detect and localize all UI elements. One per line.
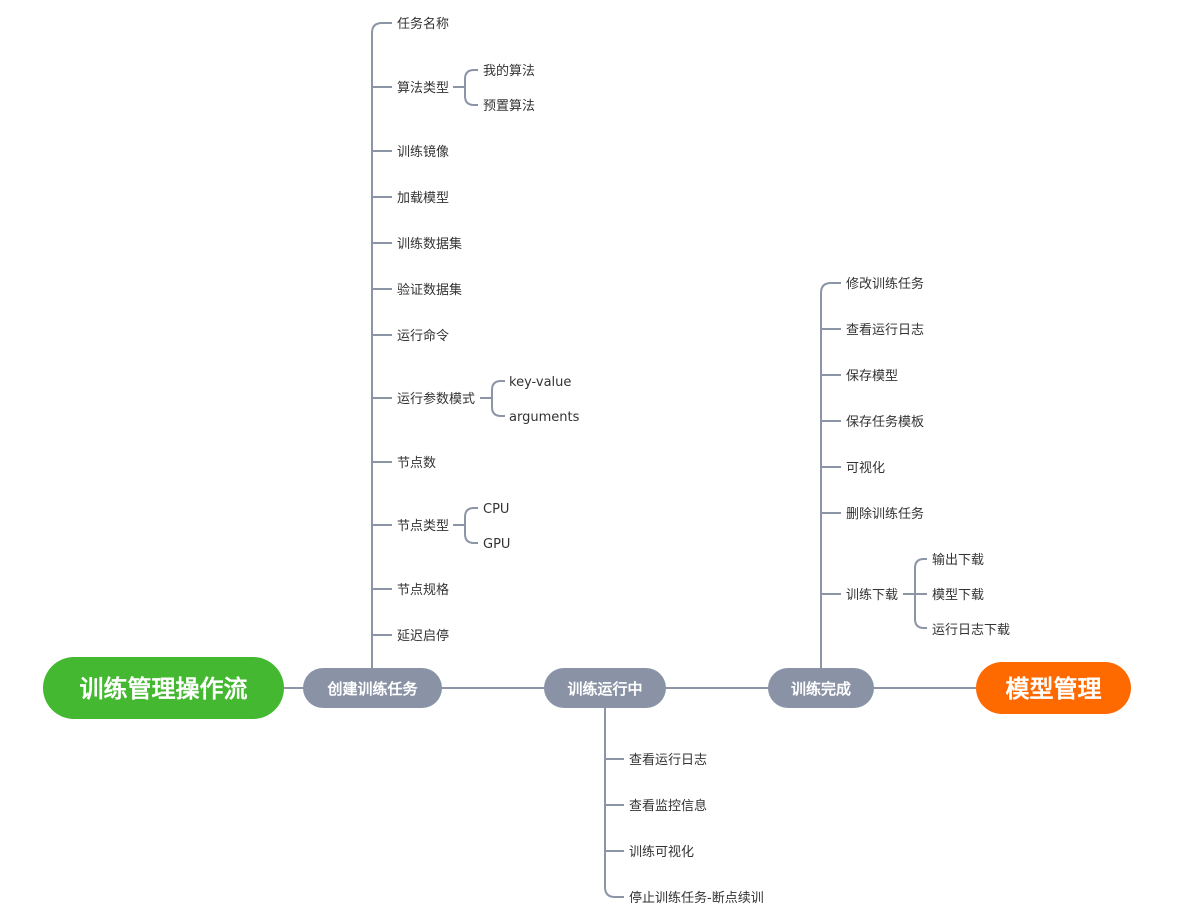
leaf-running-stop-resume[interactable]: 停止训练任务-断点续训 [629, 890, 764, 906]
stage-create-node[interactable]: 创建训练任务 [303, 668, 442, 708]
leaf-algo-type[interactable]: 算法类型 [397, 81, 449, 96]
stage-done-label: 训练完成 [791, 680, 851, 698]
leaf-running-visualize[interactable]: 训练可视化 [629, 845, 694, 860]
leaf-train-dataset[interactable]: 训练数据集 [397, 236, 462, 252]
leaf-image[interactable]: 训练镜像 [397, 145, 449, 160]
done-branch: 修改训练任务 查看运行日志 保存模型 保存任务模板 可视化 删除训练任务 训练下… [846, 276, 1010, 638]
stage-done-node[interactable]: 训练完成 [768, 668, 874, 708]
leaf-running-view-monitor[interactable]: 查看监控信息 [629, 798, 707, 814]
leaf-delay-start[interactable]: 延迟启停 [397, 628, 449, 644]
leaf-val-dataset[interactable]: 验证数据集 [397, 282, 462, 298]
leaf-done-delete[interactable]: 删除训练任务 [846, 506, 924, 522]
leaf-task-name[interactable]: 任务名称 [397, 16, 449, 32]
leaf-dl-log[interactable]: 运行日志下载 [932, 623, 1010, 638]
leaf-load-model[interactable]: 加载模型 [397, 191, 449, 206]
leaf-done-modify[interactable]: 修改训练任务 [846, 276, 924, 292]
leaf-param-args[interactable]: arguments [509, 410, 580, 425]
leaf-dl-model[interactable]: 模型下载 [932, 588, 984, 603]
running-branch: 查看运行日志 查看监控信息 训练可视化 停止训练任务-断点续训 [629, 752, 764, 906]
leaf-node-cpu[interactable]: CPU [483, 502, 509, 517]
stage-running-label: 训练运行中 [567, 680, 642, 698]
leaf-done-view-log[interactable]: 查看运行日志 [846, 322, 924, 338]
leaf-param-mode[interactable]: 运行参数模式 [397, 391, 475, 407]
leaf-done-save-template[interactable]: 保存任务模板 [846, 414, 924, 430]
leaf-node-gpu[interactable]: GPU [483, 537, 510, 552]
create-branch: 任务名称 算法类型 我的算法 预置算法 训练镜像 加载模型 训练数据集 验证数据… [397, 16, 580, 644]
leaf-node-type[interactable]: 节点类型 [397, 519, 449, 534]
target-label: 模型管理 [1006, 675, 1102, 703]
leaf-done-visualize[interactable]: 可视化 [846, 461, 885, 476]
leaf-node-spec[interactable]: 节点规格 [397, 582, 449, 598]
root-label: 训练管理操作流 [80, 675, 248, 703]
leaf-run-cmd[interactable]: 运行命令 [397, 328, 449, 344]
stage-create-label: 创建训练任务 [326, 680, 418, 698]
leaf-running-view-log[interactable]: 查看运行日志 [629, 752, 707, 768]
leaf-dl-output[interactable]: 输出下载 [932, 552, 984, 568]
leaf-algo-preset[interactable]: 预置算法 [483, 99, 535, 114]
root-node[interactable]: 训练管理操作流 [43, 657, 284, 719]
leaf-done-save-model[interactable]: 保存模型 [846, 369, 898, 384]
stage-running-node[interactable]: 训练运行中 [544, 668, 666, 708]
leaf-param-kv[interactable]: key-value [509, 375, 571, 390]
leaf-done-download[interactable]: 训练下载 [846, 588, 898, 603]
leaf-algo-mine[interactable]: 我的算法 [483, 63, 535, 79]
target-node[interactable]: 模型管理 [976, 662, 1131, 714]
leaf-node-count[interactable]: 节点数 [397, 456, 436, 471]
